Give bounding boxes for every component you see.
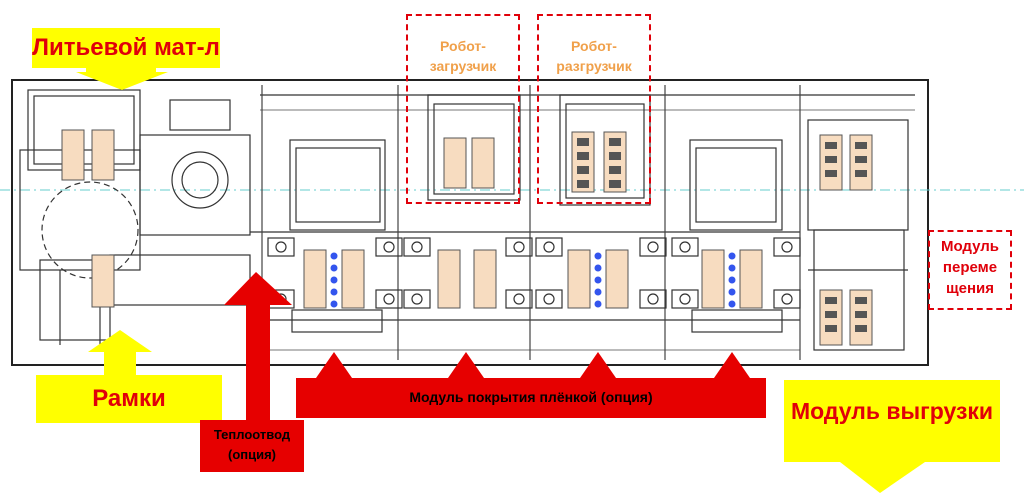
press-strip [701, 249, 725, 309]
heat-sink-label-line1: Теплоотвод [213, 427, 291, 442]
press-station-4 [671, 139, 801, 333]
press-strip [341, 249, 365, 309]
heat-sink-label-box: Теплоотвод (опция) [200, 420, 304, 472]
heat-sink-label-line2: (опция) [227, 447, 277, 462]
unloader-robot-label: Робот- разгрузчик [539, 36, 649, 76]
casting-strip [91, 129, 115, 181]
casting-arrow [76, 68, 168, 90]
press-strip [303, 249, 327, 309]
unloader-robot-dashed-box [537, 14, 651, 204]
press-strip [739, 249, 763, 309]
unloader-chip-grid [577, 138, 621, 188]
loader-robot-label-line2: загрузчик [429, 58, 497, 74]
film-arrow-up [448, 352, 484, 378]
press-strip [605, 249, 629, 309]
loader-robot-label: Робот- загрузчик [408, 36, 518, 76]
unloader-robot-label-line1: Робот- [571, 38, 617, 54]
loader-robot-dashed-box [406, 14, 520, 204]
unload-arrow [840, 462, 925, 493]
loader-strip [471, 137, 495, 189]
film-arrow-up [714, 352, 750, 378]
press-strip [567, 249, 591, 309]
unload-chip-marks [825, 142, 867, 332]
loader-strip [443, 137, 467, 189]
unloader-strip [571, 131, 595, 193]
press-station-1 [267, 139, 403, 333]
unload-module-label: Модуль выгрузки [784, 380, 1000, 462]
transfer-module-label-line3: щения [945, 280, 995, 297]
loader-robot-label-line1: Робот- [440, 38, 486, 54]
frames-arrow [88, 330, 152, 375]
loader-station [403, 94, 533, 309]
station-dividers [261, 85, 801, 360]
heat-sink-arrow [224, 272, 292, 470]
unload-stack-module [807, 119, 909, 351]
transfer-module-label-line2: переме [942, 259, 998, 276]
transfer-module-label: Модуль переме щения [930, 236, 1010, 299]
film-coating-bar [296, 378, 766, 418]
casting-module [19, 89, 251, 345]
press-strip [437, 249, 461, 309]
transfer-module-label-line1: Модуль [940, 238, 1000, 255]
unloader-strip [603, 131, 627, 193]
casting-material-label: Литьевой мат-л [32, 28, 220, 68]
film-arrow-up [580, 352, 616, 378]
film-coating-label: Модуль покрытия плёнкой (опция) [409, 389, 653, 405]
unloader-robot-label-line2: разгрузчик [556, 58, 632, 74]
casting-strip [61, 129, 85, 181]
frames-label: Рамки [36, 375, 222, 423]
casting-strip [91, 254, 115, 308]
transfer-module-dashed-box [928, 230, 1012, 310]
film-arrow-up [316, 352, 352, 378]
press-strip [473, 249, 497, 309]
lead-dots [330, 252, 736, 308]
